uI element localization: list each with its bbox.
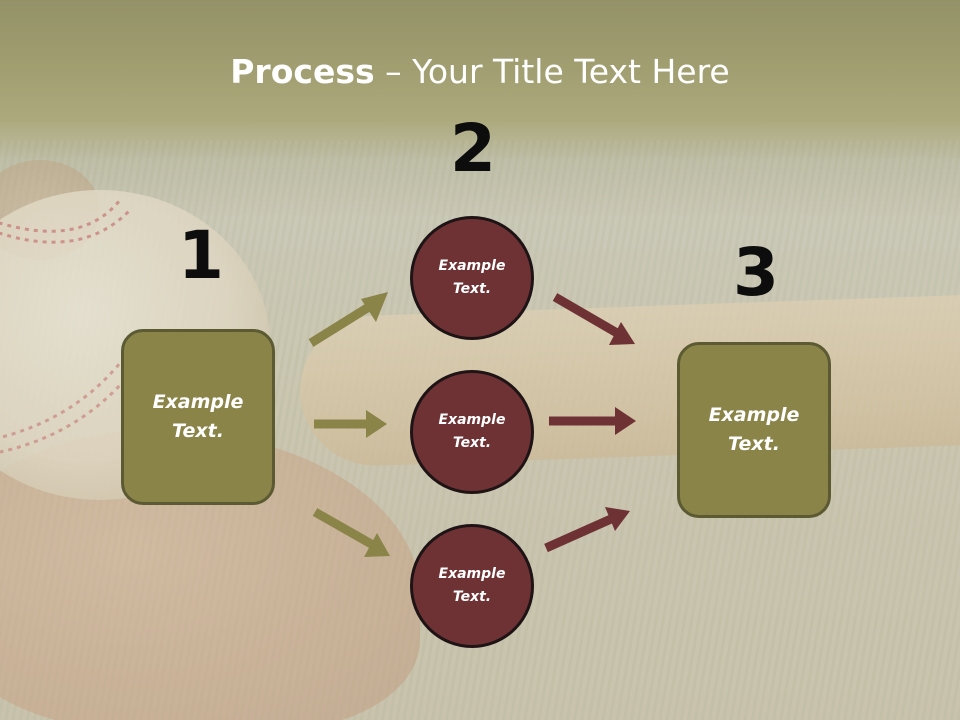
process-circle-middle: Example Text. xyxy=(410,370,534,494)
box-start-line2: Text. xyxy=(172,420,224,442)
box-end-line2: Text. xyxy=(728,433,780,455)
circle-top-line1: Example xyxy=(438,258,506,274)
circle-bottom-line1: Example xyxy=(438,566,506,582)
process-box-end-text: Example Text. xyxy=(709,401,800,459)
slide-title: Process – Your Title Text Here xyxy=(0,52,960,91)
arrow-left-to-bottom xyxy=(312,508,390,557)
step-number-3: 3 xyxy=(733,234,779,311)
circle-bottom-line2: Text. xyxy=(452,589,492,605)
step-number-1: 1 xyxy=(178,217,224,294)
title-bold: Process xyxy=(230,52,375,91)
arrow-left-to-top xyxy=(308,292,388,347)
baseball-bat-image xyxy=(297,291,960,469)
process-box-start-text: Example Text. xyxy=(153,388,244,446)
box-end-line1: Example xyxy=(708,404,800,426)
step-number-2: 2 xyxy=(450,110,496,187)
arrow-left-to-middle xyxy=(314,410,387,438)
process-circle-bottom: Example Text. xyxy=(410,524,534,648)
glove-lace-image xyxy=(0,160,100,260)
circle-top-line2: Text. xyxy=(452,281,492,297)
process-box-end: Example Text. xyxy=(677,342,831,518)
box-start-line1: Example xyxy=(152,391,244,413)
circle-middle-line1: Example xyxy=(438,412,506,428)
arrow-bottom-to-right xyxy=(544,507,630,553)
arrow-top-to-right xyxy=(552,293,635,345)
circle-middle-line2: Text. xyxy=(452,435,492,451)
arrow-middle-to-right xyxy=(549,407,636,435)
process-box-start: Example Text. xyxy=(121,329,275,505)
process-circle-top: Example Text. xyxy=(410,216,534,340)
title-rest: – Your Title Text Here xyxy=(374,52,730,91)
